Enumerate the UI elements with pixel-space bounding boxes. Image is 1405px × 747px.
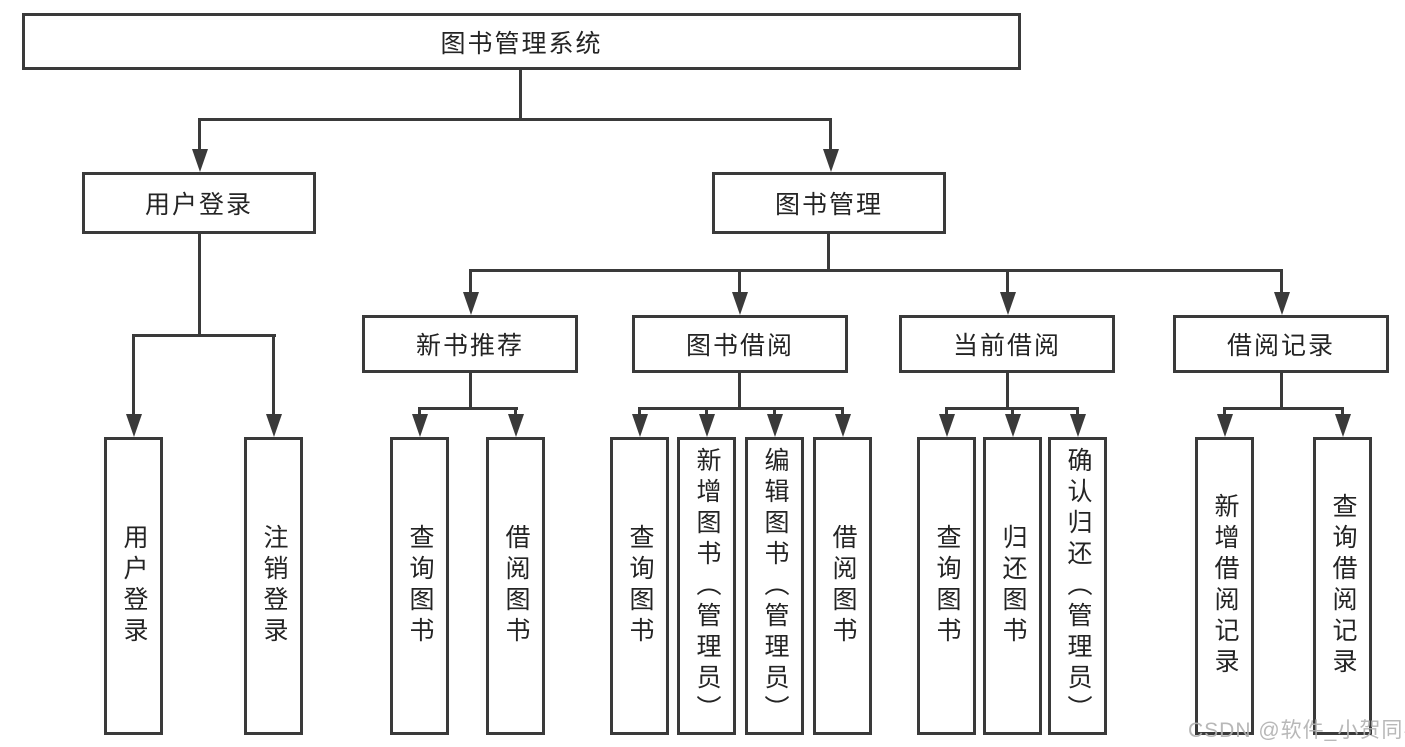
leaf-borrow-books: 借阅图书 — [813, 437, 872, 735]
arrowhead-down-icon — [822, 149, 839, 172]
leaf-user-login: 用户登录 — [104, 437, 163, 735]
connector-line — [1006, 269, 1009, 295]
connector-line — [1341, 407, 1344, 419]
arrowhead-down-icon — [698, 414, 715, 437]
node-new-book-recommendation: 新书推荐 — [362, 315, 578, 373]
node-borrowing-records: 借阅记录 — [1173, 315, 1389, 373]
connector-line — [705, 407, 708, 419]
connector-line — [1223, 407, 1344, 410]
connector-line — [132, 334, 276, 337]
node-label: 新书推荐 — [415, 332, 524, 360]
connector-line — [1280, 269, 1283, 295]
node-label: 图书管理 — [774, 191, 883, 219]
arrowhead-down-icon — [938, 414, 955, 437]
leaf-return-book: 归还图书 — [983, 437, 1042, 735]
leaf-label: 查询借阅记录 — [1329, 493, 1357, 679]
node-book-borrowing: 图书借阅 — [632, 315, 848, 373]
watermark: CSDN @软件_小贺同学 — [1188, 719, 1405, 742]
leaf-query-books: 查询图书 — [390, 437, 449, 735]
connector-line — [829, 118, 832, 154]
leaf-label: 新增借阅记录 — [1211, 493, 1239, 679]
arrowhead-down-icon — [731, 292, 748, 315]
connector-line — [198, 232, 201, 337]
connector-line — [469, 269, 472, 295]
connector-line — [841, 407, 844, 419]
connector-line — [198, 118, 201, 154]
connector-line — [418, 407, 518, 410]
connector-line — [1280, 371, 1283, 409]
connector-line — [469, 371, 472, 409]
leaf-label: 查询图书 — [933, 524, 961, 648]
leaf-query-borrow-record: 查询借阅记录 — [1313, 437, 1372, 735]
node-label: 用户登录 — [144, 191, 253, 219]
connector-line — [638, 407, 641, 419]
leaf-query-books: 查询图书 — [917, 437, 976, 735]
connector-line — [773, 407, 776, 419]
arrowhead-down-icon — [411, 414, 428, 437]
node-current-borrowing: 当前借阅 — [899, 315, 1115, 373]
connector-line — [132, 334, 135, 418]
arrowhead-down-icon — [766, 414, 783, 437]
node-label: 图书管理系统 — [440, 29, 603, 58]
leaf-borrow-books: 借阅图书 — [486, 437, 545, 735]
connector-line — [945, 407, 948, 419]
leaf-label: 确认归还（管理员） — [1064, 446, 1092, 726]
connector-line — [1011, 407, 1014, 419]
arrowhead-down-icon — [191, 149, 208, 172]
arrowhead-down-icon — [507, 414, 524, 437]
leaf-label: 新增图书（管理员） — [693, 446, 721, 726]
arrowhead-down-icon — [999, 292, 1016, 315]
arrowhead-down-icon — [265, 414, 282, 437]
leaf-label: 借阅图书 — [829, 524, 857, 648]
leaf-query-books: 查询图书 — [610, 437, 669, 735]
leaf-confirm-return-admin: 确认归还（管理员） — [1048, 437, 1107, 735]
arrowhead-down-icon — [631, 414, 648, 437]
connector-line — [1076, 407, 1079, 419]
leaf-label: 编辑图书（管理员） — [761, 446, 789, 726]
node-label: 当前借阅 — [952, 332, 1061, 360]
connector-line — [1223, 407, 1226, 419]
leaf-add-book-admin: 新增图书（管理员） — [677, 437, 736, 735]
arrowhead-down-icon — [125, 414, 142, 437]
arrowhead-down-icon — [1216, 414, 1233, 437]
leaf-add-borrow-record: 新增借阅记录 — [1195, 437, 1254, 735]
connector-line — [827, 232, 830, 272]
connector-line — [514, 407, 517, 419]
connector-line — [272, 334, 275, 418]
connector-line — [1006, 371, 1009, 409]
connector-line — [738, 269, 741, 295]
connector-line — [198, 118, 832, 121]
node-user-login: 用户登录 — [82, 172, 316, 234]
leaf-edit-book-admin: 编辑图书（管理员） — [745, 437, 804, 735]
leaf-label: 查询图书 — [626, 524, 654, 648]
arrowhead-down-icon — [1069, 414, 1086, 437]
node-book-management: 图书管理 — [712, 172, 946, 234]
node-label: 图书借阅 — [685, 332, 794, 360]
arrowhead-down-icon — [1273, 292, 1290, 315]
arrowhead-down-icon — [834, 414, 851, 437]
leaf-label: 查询图书 — [406, 524, 434, 648]
connector-line — [418, 407, 421, 419]
node-book-management-system: 图书管理系统 — [22, 13, 1021, 70]
leaf-label: 归还图书 — [999, 524, 1027, 648]
leaf-label: 用户登录 — [120, 524, 148, 648]
node-label: 借阅记录 — [1226, 332, 1335, 360]
arrowhead-down-icon — [1334, 414, 1351, 437]
arrowhead-down-icon — [462, 292, 479, 315]
leaf-logout: 注销登录 — [244, 437, 303, 735]
leaf-label: 注销登录 — [260, 524, 288, 648]
connector-line — [519, 70, 522, 120]
connector-line — [738, 371, 741, 409]
connector-line — [469, 269, 1283, 272]
leaf-label: 借阅图书 — [502, 524, 530, 648]
arrowhead-down-icon — [1004, 414, 1021, 437]
connector-line — [638, 407, 844, 410]
